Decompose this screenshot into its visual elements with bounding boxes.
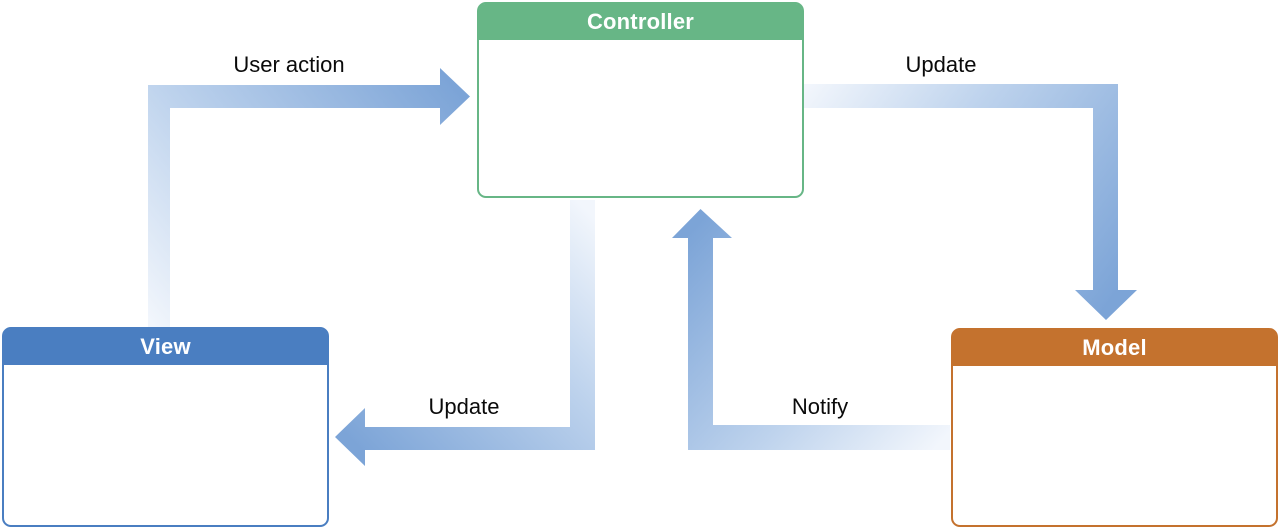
view-box: View	[2, 327, 329, 527]
arrow-label-update-view: Update	[428, 394, 500, 419]
arrow-update-model	[803, 84, 1137, 320]
controller-box: Controller	[477, 2, 804, 198]
arrow-label-user-action: User action	[233, 52, 345, 77]
model-box: Model	[951, 328, 1278, 527]
arrow-notify	[672, 209, 950, 450]
view-box-title: View	[4, 329, 327, 365]
arrow-user-action	[148, 68, 470, 328]
arrow-label-notify: Notify	[791, 394, 849, 419]
model-box-title: Model	[953, 330, 1276, 366]
arrow-update-view	[335, 200, 595, 466]
controller-box-title: Controller	[479, 4, 802, 40]
arrow-label-update-model: Update	[905, 52, 977, 77]
